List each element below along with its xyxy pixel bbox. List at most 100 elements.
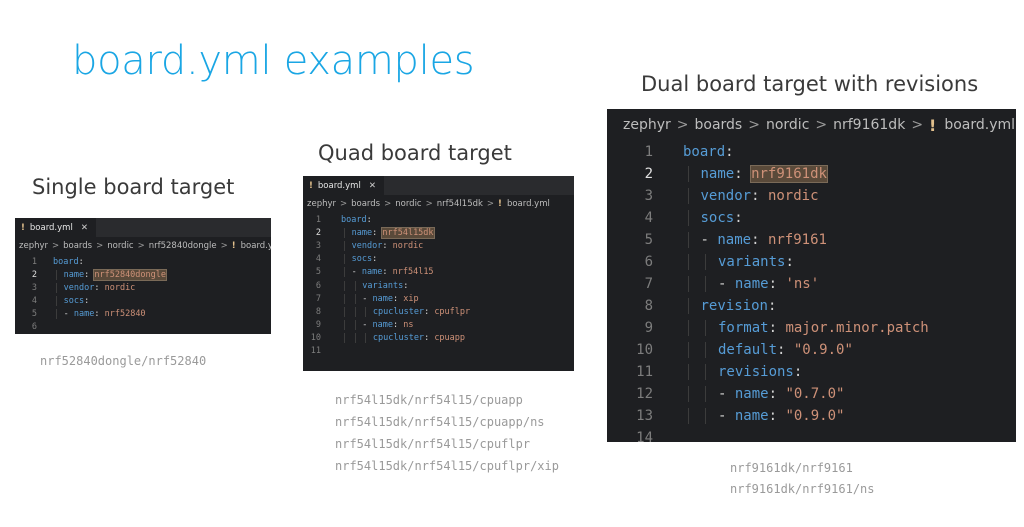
yaml-value: cpuflpr [434,306,471,317]
code-line[interactable]: 5- name: nrf52840 [15,307,271,320]
breadcrumb-item[interactable]: zephyr [19,241,48,251]
indent-guide [343,267,345,278]
code-line[interactable]: 12- name: "0.7.0" [607,383,1016,405]
breadcrumb-item[interactable]: boards [63,241,93,251]
yaml-key: name [734,408,769,424]
tab-board-yml[interactable]: ! board.yml ✕ [15,218,96,237]
chevron-right-icon: > [486,199,495,209]
code-line[interactable]: 7- name: 'ns' [607,273,1016,295]
breadcrumb-item[interactable]: nrf52840dongle [148,241,217,251]
code-line[interactable]: 14 [607,427,1016,442]
code-line[interactable]: 5 - name: nrf54l15 [303,266,574,279]
breadcrumb-item[interactable]: nordic [107,241,134,251]
line-number: 10 [310,333,321,344]
code-text: - name: nrf54l15 [341,267,434,278]
yaml-key: revisions [718,364,794,380]
breadcrumb-item[interactable]: nrf9161dk [833,117,906,133]
list-dash: - [700,232,718,248]
line-number: 8 [644,298,653,314]
breadcrumb-item[interactable]: boards [351,199,381,209]
code-line[interactable]: 9- name: ns [303,319,574,332]
line-number: 7 [315,293,321,304]
yaml-separator: : [366,214,372,225]
yaml-separator: : [392,293,404,304]
breadcrumb-item[interactable]: boards [694,117,743,133]
line-number: 6 [31,321,37,332]
yaml-separator: : [78,256,84,267]
line-number: 13 [636,408,653,424]
yaml-key: cpucluster [372,333,425,344]
selected-value: nrf54l15dk [381,226,435,239]
yaml-value: major.minor.patch [785,320,929,336]
tab-board-yml[interactable]: ! board.yml ✕ [303,176,384,195]
close-icon[interactable]: ✕ [80,222,88,233]
code-line[interactable]: 5- name: nrf9161 [607,229,1016,251]
line-number: 3 [31,282,37,293]
breadcrumb-item[interactable]: nrf54l15dk [436,199,483,209]
line-number: 5 [315,267,321,278]
indent-guide [354,293,356,304]
yaml-key: name [372,293,393,304]
code-text: vendor: nordic [341,240,424,251]
indent-guide [343,333,345,344]
chevron-right-icon: > [340,199,348,209]
indent-guide [687,386,689,402]
indent-guide [705,320,707,336]
yaml-separator: : [424,333,435,344]
chevron-right-icon: > [384,199,392,209]
code-line[interactable]: 13- name: "0.9.0" [607,405,1016,427]
code-text: - name: nrf9161 [683,232,827,248]
yaml-file-icon: ! [929,115,937,135]
breadcrumb-item[interactable]: zephyr [307,199,336,209]
breadcrumb-item[interactable]: board.yml [944,117,1016,133]
breadcrumb-item[interactable]: board.yml [506,199,550,209]
tab-bar: ! board.yml ✕ [303,176,574,195]
code-line[interactable]: 6 [15,320,271,333]
yaml-value: nordic [392,240,424,251]
breadcrumb-item[interactable]: zephyr [623,117,671,133]
breadcrumb-item[interactable]: board.yml [240,241,271,251]
caption-line: nrf52840dongle/nrf52840 [40,354,207,368]
indent-guide [55,269,57,280]
line-number: 8 [315,306,321,317]
code-line[interactable]: 7- name: xip [303,292,574,305]
indent-guide [343,306,345,317]
close-icon[interactable]: ✕ [368,180,376,191]
breadcrumb-item[interactable]: nordic [765,117,810,133]
indent-guide [687,342,689,358]
selected-value: nrf9161dk [750,165,828,183]
line-number: 1 [31,256,37,267]
breadcrumb-item[interactable]: nordic [395,199,422,209]
line-number: 6 [315,280,321,291]
chevron-right-icon: > [911,117,924,133]
code-text: default: "0.9.0" [683,342,853,358]
code-line[interactable]: 11 [303,345,574,358]
chevron-right-icon: > [137,241,145,251]
indent-guide [343,240,345,251]
yaml-key: name [351,227,373,238]
code-text: name: nrf9161dk [683,165,828,183]
